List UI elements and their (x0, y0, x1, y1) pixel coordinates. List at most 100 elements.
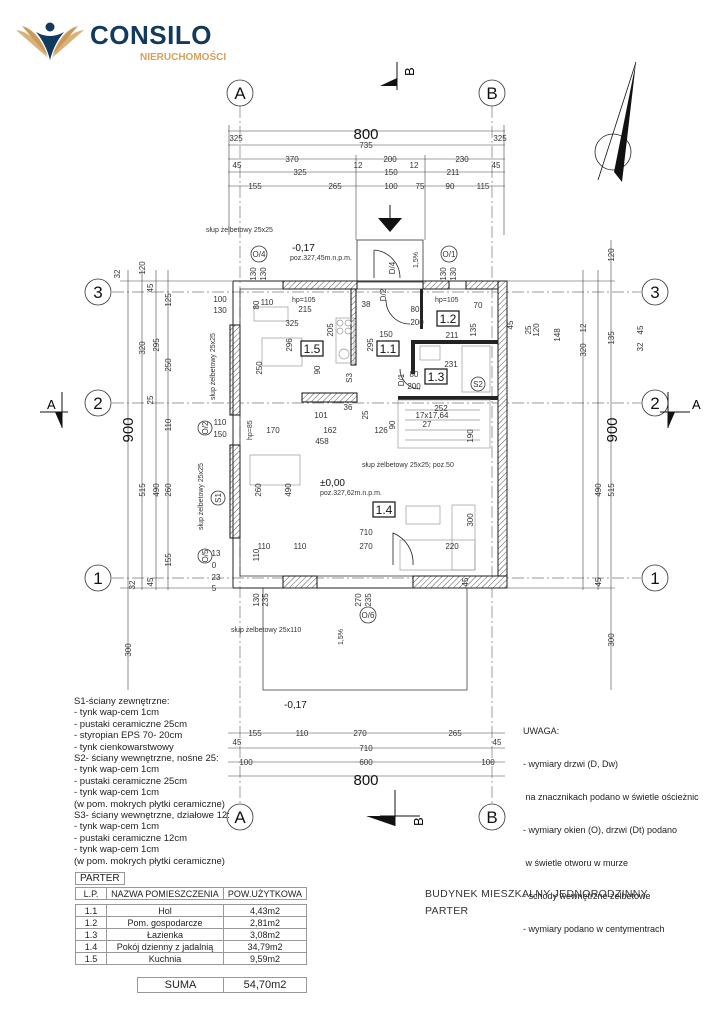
header-area: POW.UŻYTKOWA (222, 887, 308, 900)
svg-text:A: A (692, 397, 701, 412)
svg-text:1.2: 1.2 (440, 312, 457, 326)
svg-text:45: 45 (146, 577, 155, 586)
svg-text:735: 735 (359, 141, 373, 150)
grid-bubble-b-bottom: B (478, 803, 506, 831)
svg-text:100: 100 (481, 758, 495, 767)
svg-text:70: 70 (474, 301, 483, 310)
grid-bubble-3-left: 3 (84, 278, 112, 306)
svg-text:słup żelbetowy 25x25: słup żelbetowy 25x25 (198, 463, 205, 530)
svg-text:325: 325 (285, 319, 299, 328)
svg-text:B: B (411, 817, 426, 826)
svg-text:hp=85: hp=85 (247, 420, 254, 440)
header-name: NAZWA POMIESZCZENIA (106, 887, 224, 900)
annotations: słup żelbetowy 25x25 słup żelbetowy 25x2… (198, 227, 459, 711)
cell: Kuchnia (106, 952, 224, 965)
interior-walls (301, 288, 498, 403)
wall-notes: S1-ściany zewnętrzne: - tynk wap-cem 1cm… (74, 696, 230, 867)
svg-text:101: 101 (314, 411, 328, 420)
title-line-2: PARTER (425, 905, 469, 917)
svg-text:2: 2 (93, 394, 102, 413)
svg-text:211: 211 (446, 331, 459, 340)
svg-text:130: 130 (259, 267, 268, 281)
furniture (249, 306, 491, 571)
cell: 1.1 (75, 904, 107, 917)
grid-bubble-1-left: 1 (84, 564, 112, 592)
level-floor-note: poz.327,62m.n.p.m. (320, 490, 382, 497)
svg-text:190: 190 (466, 429, 475, 443)
svg-text:296: 296 (285, 338, 294, 352)
svg-text:148: 148 (553, 328, 562, 342)
section-marker-a-right: A (660, 392, 701, 428)
note-line: (w pom. mokrych płytki ceramiczne) (74, 855, 225, 867)
svg-text:45: 45 (461, 577, 470, 586)
note-line: S3- ściany wewnętrzne, działowe 12: (74, 810, 230, 822)
remark-line: - wymiary podano w centymentrach (523, 924, 665, 934)
cell: 1.5 (75, 952, 107, 965)
note-line: (w pom. mokrych płytki ceramiczne) (74, 798, 225, 810)
north-arrow-icon (594, 61, 637, 182)
svg-text:5: 5 (212, 584, 217, 593)
svg-text:1,5%: 1,5% (338, 629, 345, 645)
svg-text:320: 320 (579, 343, 588, 357)
svg-text:45: 45 (493, 738, 502, 747)
svg-text:155: 155 (164, 553, 173, 567)
svg-text:110: 110 (258, 542, 271, 551)
svg-text:25: 25 (146, 395, 155, 404)
svg-text:900: 900 (120, 417, 137, 442)
svg-text:100: 100 (239, 758, 253, 767)
svg-text:120: 120 (607, 248, 616, 262)
svg-text:1.1: 1.1 (380, 342, 397, 356)
cell: Pom. gospodarcze (106, 916, 224, 929)
svg-text:100: 100 (384, 182, 398, 191)
svg-text:162: 162 (323, 426, 337, 435)
svg-text:295: 295 (152, 338, 161, 352)
doors (373, 249, 421, 566)
svg-text:265: 265 (448, 729, 462, 738)
note-line: - pustaki ceramiczne 25cm (74, 775, 187, 787)
svg-text:300: 300 (607, 633, 616, 647)
svg-text:325: 325 (229, 134, 243, 143)
level-entrance: -0,17 (292, 243, 315, 254)
svg-text:hp=105: hp=105 (292, 297, 316, 304)
svg-text:600: 600 (359, 758, 373, 767)
dimensions-bottom: 155 110 270 265 45 710 45 100 600 100 80… (228, 729, 505, 789)
remark-line: - schody wewnętrzne żelbetowe (523, 891, 651, 901)
note-line: - tynk wap-cem 1cm (74, 821, 159, 833)
grid-bubble-1-right: 1 (641, 564, 669, 592)
remark-line: na znacznikach podano w świetle ościeżni… (523, 792, 699, 802)
svg-text:135: 135 (469, 323, 478, 337)
svg-text:150: 150 (379, 330, 393, 339)
level-terrace: -0,17 (284, 700, 307, 711)
svg-text:110: 110 (261, 298, 274, 307)
svg-text:O/1: O/1 (443, 250, 456, 259)
svg-text:458: 458 (315, 437, 329, 446)
svg-text:250: 250 (255, 361, 264, 375)
svg-text:155: 155 (248, 182, 262, 191)
svg-text:32: 32 (128, 580, 137, 589)
title-line-1: BUDYNEK MIESZKALNY JEDNORODZINNY (425, 888, 648, 900)
room-label-1-4: 1.4 (372, 501, 396, 518)
grid-bubble-a-top: A (226, 79, 254, 107)
cell: 34,79m2 (223, 940, 307, 953)
svg-text:25: 25 (361, 410, 370, 419)
svg-text:490: 490 (152, 483, 161, 497)
svg-text:O/6: O/6 (362, 611, 375, 620)
room-label-1-2: 1.2 (436, 310, 460, 327)
svg-text:800: 800 (353, 126, 378, 143)
svg-text:90: 90 (446, 182, 455, 191)
svg-text:150: 150 (213, 430, 227, 439)
svg-text:A: A (47, 397, 56, 412)
exterior-walls (229, 280, 508, 589)
svg-text:130: 130 (213, 306, 227, 315)
note-line: - styropian EPS 70- 20cm (74, 730, 183, 742)
svg-text:32: 32 (113, 269, 122, 278)
svg-text:45: 45 (233, 161, 242, 170)
note-line: - tynk wap-cem 1cm (74, 764, 159, 776)
svg-text:2: 2 (650, 394, 659, 413)
svg-text:1,5%: 1,5% (413, 252, 420, 268)
svg-text:B: B (402, 67, 417, 76)
svg-text:90: 90 (388, 420, 397, 429)
